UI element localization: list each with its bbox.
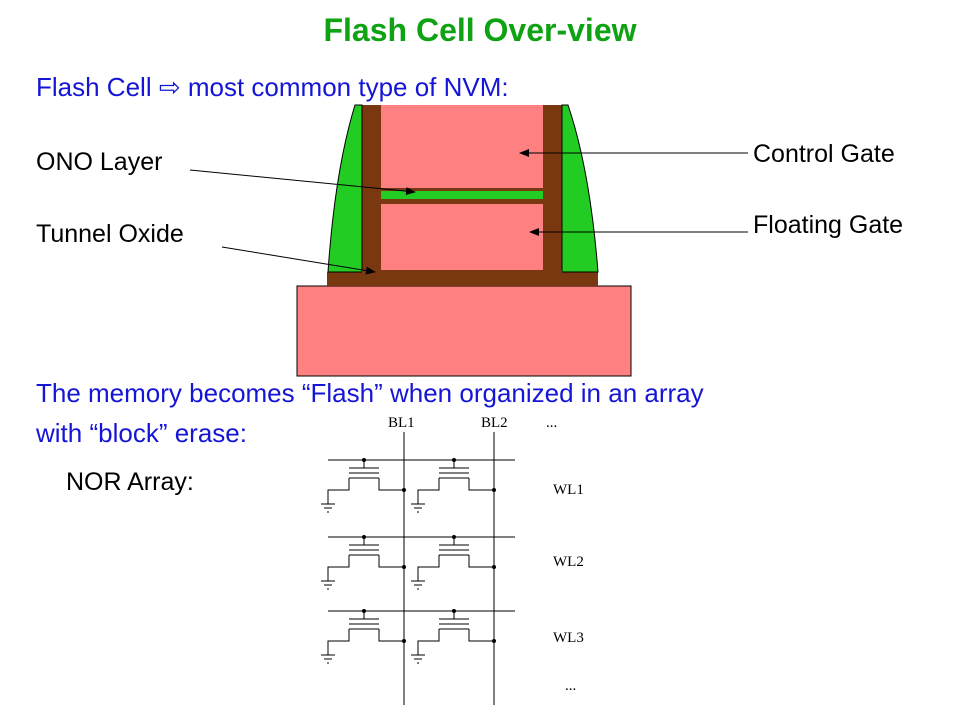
drain-dot (402, 565, 406, 569)
bitline-ellipsis: ... (546, 415, 557, 431)
floating-gate-label: Floating Gate (753, 211, 904, 239)
drain-wire (468, 478, 494, 491)
bitline-2-label: BL2 (481, 415, 508, 431)
drain-dot (402, 488, 406, 492)
drain-wire (378, 478, 404, 491)
wordline-1-label: WL1 (553, 482, 584, 498)
subtitle-line: Flash Cell ⇨ most common type of NVM: (36, 72, 509, 103)
bottom-ellipsis: ... (565, 678, 576, 694)
ono-nitride (381, 191, 543, 199)
source-wire (417, 629, 440, 655)
source-wire (417, 555, 440, 581)
nor-array-label: NOR Array: (66, 468, 194, 496)
tunnel-pointer (221, 246, 376, 275)
drain-wire (468, 629, 494, 642)
spacer-left (327, 104, 363, 273)
ono-pointer (189, 169, 416, 196)
slide-title: Flash Cell Over-view (323, 12, 637, 48)
drain-wire (468, 555, 494, 568)
tunnel-oxide-label: Tunnel Oxide (36, 220, 184, 248)
ono-top-oxide (381, 188, 543, 191)
body-line-2: with “block” erase: (36, 418, 247, 448)
control-gate (381, 105, 543, 188)
ono-bottom-oxide (381, 199, 543, 204)
substrate (296, 285, 632, 377)
subtitle-suffix: most common type of NVM: (187, 72, 509, 102)
bitline-1-label: BL1 (388, 415, 415, 431)
arrow-icon: ⇨ (158, 72, 181, 102)
drain-wire (378, 555, 404, 568)
drain-dot (402, 639, 406, 643)
wordline-3-label: WL3 (553, 630, 584, 646)
tunnel-oxide (362, 270, 562, 276)
ono-layer-label: ONO Layer (36, 148, 163, 176)
control-gate-label: Control Gate (753, 140, 895, 168)
subtitle-prefix: Flash Cell (36, 72, 152, 102)
spacer-right (561, 104, 599, 273)
body-line-1: The memory becomes “Flash” when organize… (36, 378, 704, 408)
source-wire (327, 629, 350, 655)
source-wire (327, 478, 350, 504)
drain-wire (378, 629, 404, 642)
wordline-2-label: WL2 (553, 554, 584, 570)
drain-dot (492, 565, 496, 569)
floating-gate (381, 204, 543, 270)
source-wire (417, 478, 440, 504)
source-wire (327, 555, 350, 581)
oxide-hull (327, 105, 598, 286)
drain-dot (492, 488, 496, 492)
drain-dot (492, 639, 496, 643)
